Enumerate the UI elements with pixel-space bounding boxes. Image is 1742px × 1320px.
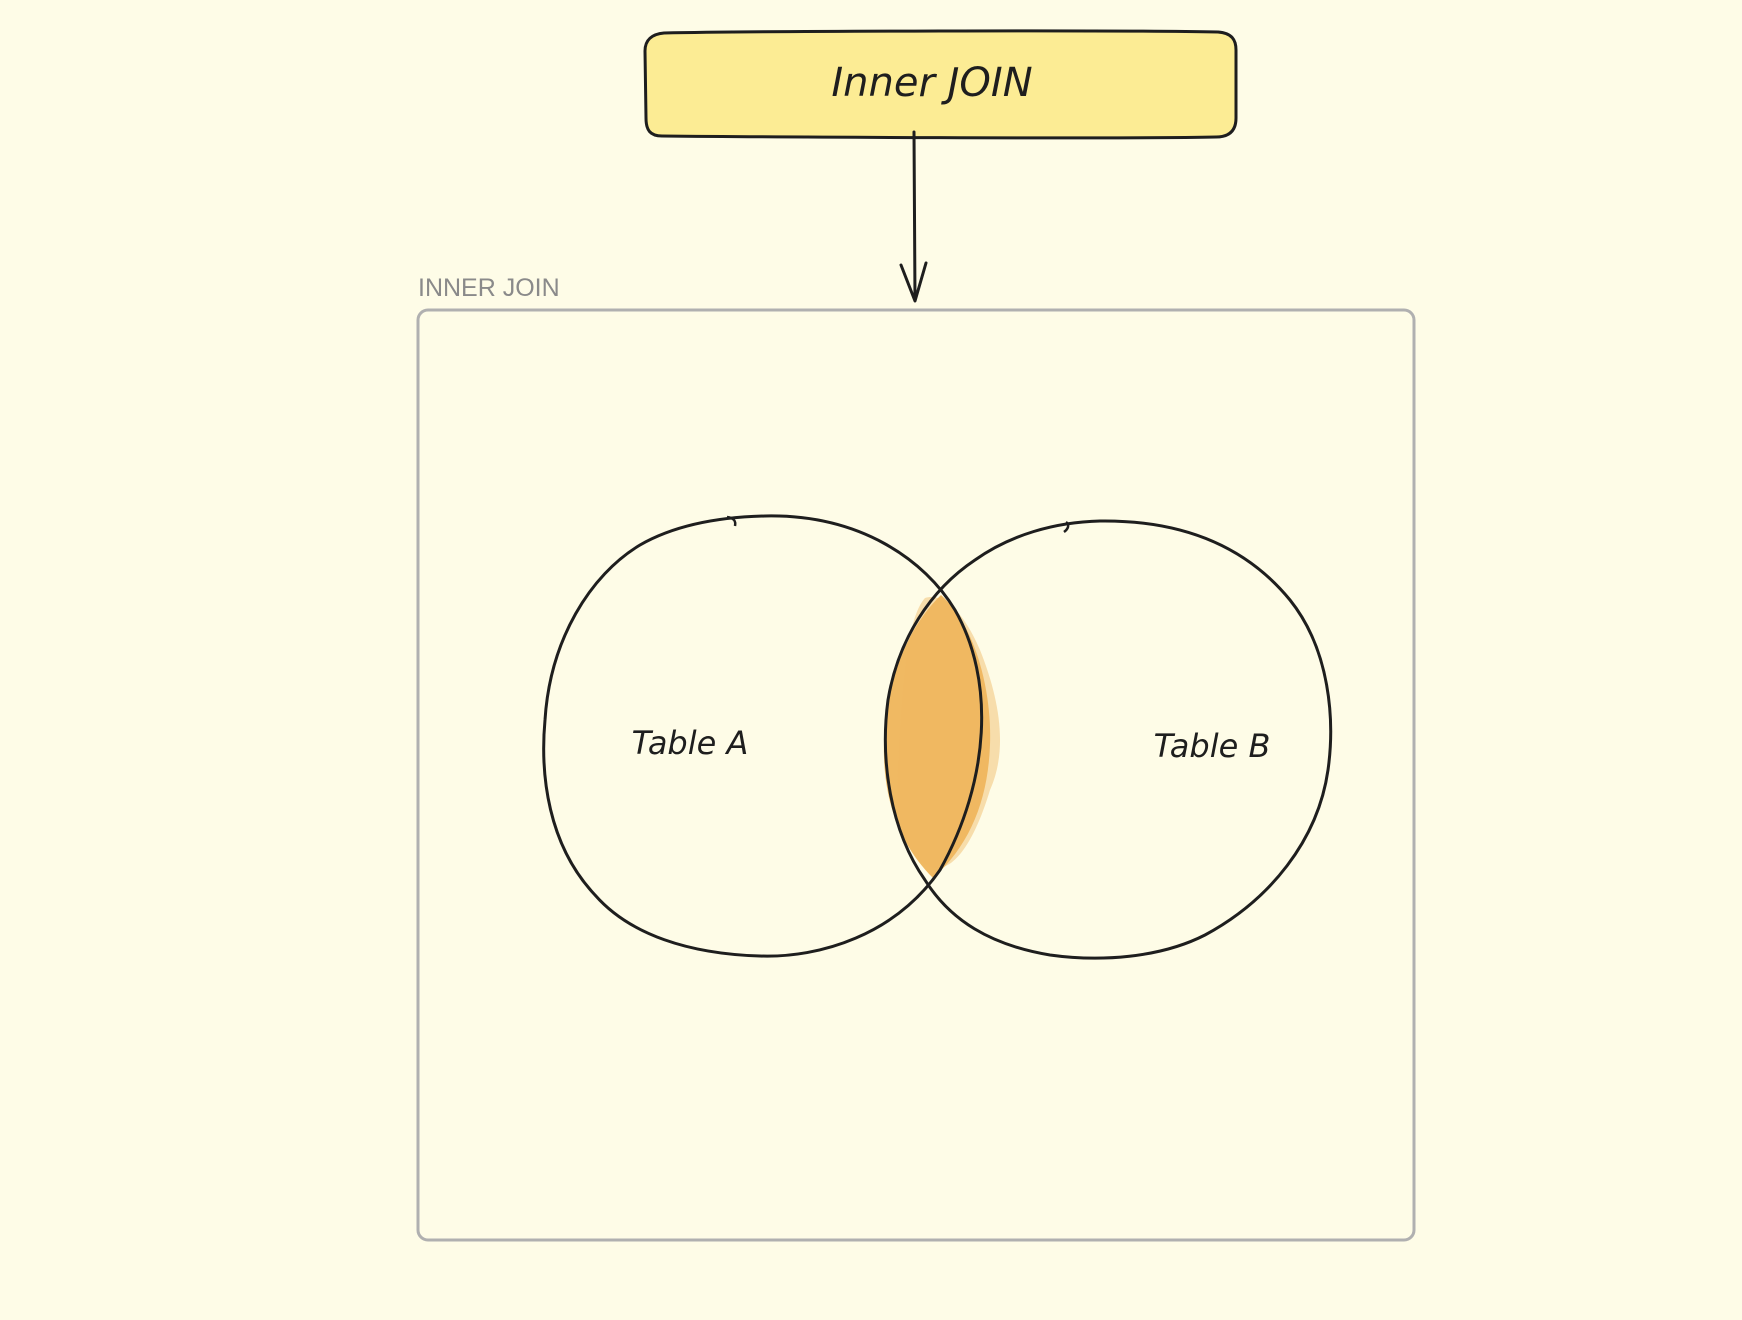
frame-label: INNER JOIN: [418, 274, 560, 302]
frame-border: [416, 308, 1416, 1242]
intersection-sketch-overflow: [897, 597, 1001, 869]
arrow-head: [899, 261, 928, 303]
circle-table-a-tick: [726, 515, 737, 527]
circle-table-a[interactable]: [542, 514, 984, 958]
circle-table-b-tick: [1063, 521, 1070, 533]
inner-join-frame[interactable]: INNER JOIN: [416, 274, 1416, 1242]
label-table-a: Table A: [632, 724, 749, 762]
label-table-b: Table B: [1154, 727, 1271, 765]
circle-table-b[interactable]: [883, 519, 1333, 960]
venn-diagram: Table A Table B: [542, 514, 1333, 960]
arrow-shaft: [912, 130, 917, 302]
title-box[interactable]: Inner JOIN: [643, 29, 1238, 140]
title-box-label: Inner JOIN: [831, 60, 1032, 106]
connector-arrow[interactable]: [899, 130, 928, 303]
intersection-region[interactable]: [883, 595, 991, 878]
title-box-shape: [643, 29, 1238, 140]
